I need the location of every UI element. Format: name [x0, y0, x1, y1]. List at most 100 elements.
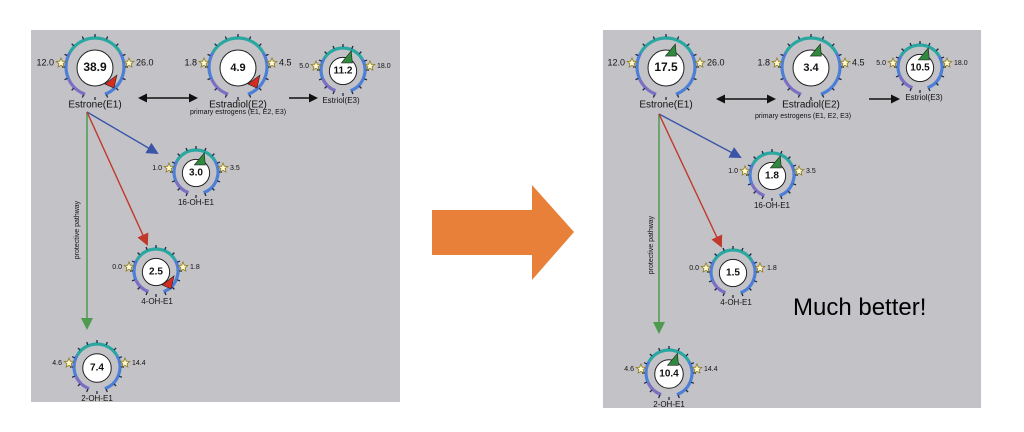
gauge-ring-high-segment [162, 259, 180, 294]
gauge-name: Estrone(E1) [639, 100, 692, 111]
gauge-tick [171, 252, 175, 256]
gauge-tick [747, 183, 751, 186]
gauge-low-bound: 4.6 [624, 366, 634, 373]
gauge-tick [909, 42, 912, 46]
gauge-ring-low-segment [898, 75, 914, 90]
gauge-tick [821, 94, 825, 98]
gauge-tick [793, 164, 797, 167]
gauge-ring-normal-segment [175, 148, 217, 162]
gauge-tick [941, 75, 945, 78]
gauge-dial [905, 53, 935, 83]
gauge-tick [185, 147, 188, 151]
panel-after [603, 30, 981, 408]
gauge-tick [787, 43, 791, 47]
gauge-ring-normal-segment [639, 36, 693, 54]
gauge-ring-normal-segment [135, 247, 177, 261]
gauge-tick [643, 362, 648, 365]
gauge-tick [838, 53, 842, 57]
gauge-ring-high-segment [104, 51, 126, 96]
low-bound-star-icon [310, 59, 322, 71]
gauge-tick [217, 161, 221, 164]
gauge-tick [635, 77, 639, 81]
high-bound-star-icon [793, 164, 805, 176]
gauge-tick [780, 53, 784, 57]
primary-estrogens-label: primary estrogens (E1, E2, E3) [755, 113, 851, 120]
gauge-tick [708, 280, 712, 283]
gauge-high-bound: 3.5 [230, 165, 240, 172]
gauge-tick [643, 381, 648, 384]
gauge-low-bound: 5.0 [299, 63, 309, 70]
gauge-tick [693, 77, 697, 81]
gauge-marker-green [769, 155, 782, 169]
gauge-tick [761, 196, 764, 200]
gauge-tick [265, 53, 269, 57]
gauge-tick [214, 43, 218, 47]
gauge-tick [753, 190, 757, 194]
gauge-dial [181, 158, 211, 188]
gauge-tick [821, 36, 825, 40]
gauge-ring-high-segment [676, 360, 694, 397]
gauge-name: 4-OH-E1 [141, 297, 173, 306]
gauge-tick [137, 252, 141, 256]
gauge-tick [708, 261, 712, 264]
gauge-tick [358, 51, 362, 55]
gauge-marker-green [664, 43, 677, 57]
gauge-high-bound: 1.8 [190, 264, 200, 271]
gauge-tick [635, 53, 639, 57]
gauge-dial [757, 161, 787, 191]
gauge-tick [131, 260, 135, 263]
gauge-dial [718, 258, 748, 288]
gauge-tick [164, 246, 167, 250]
gauge-value: 3.0 [189, 168, 203, 179]
gauge-tick [690, 381, 695, 384]
gauge-tick [780, 150, 783, 154]
gauge-tick [642, 43, 646, 47]
gauge-tick [177, 260, 181, 263]
transition-arrow [432, 185, 574, 280]
gauge-low-bound: 0.0 [689, 265, 699, 272]
primary-estrogens-label: primary estrogens (E1, E2, E3) [190, 109, 286, 116]
gauge-tick [77, 383, 81, 387]
gauge-ring-lower-segment [748, 163, 755, 185]
gauge-estriol-e3- [894, 41, 946, 93]
gauge-high-bound: 18.0 [954, 60, 968, 67]
gauge-tick [351, 91, 354, 95]
gauge-ring-high-segment [778, 163, 796, 198]
gauge-tick [265, 77, 269, 81]
gauge-layer: primary estrogens (E1, E2, E3)protective… [36, 34, 968, 409]
gauge-value: 11.2 [334, 66, 353, 77]
gauge-high-bound: 14.4 [132, 360, 146, 367]
gauge-high-bound: 26.0 [707, 57, 725, 67]
gauge-ring-high-segment [247, 51, 269, 96]
gauge-value: 38.9 [83, 60, 107, 74]
gauge-tick [677, 394, 680, 399]
gauge-tick [941, 56, 945, 59]
gauge-tick [105, 36, 109, 40]
gauge-tick [358, 85, 362, 89]
gauge-ring-low-segment [174, 180, 190, 195]
gauge-ring-normal-segment [322, 46, 364, 60]
gauge-ring-lower-segment [780, 51, 788, 80]
pathway-4-oh-arrow [86, 111, 149, 246]
gauge-tick [185, 193, 188, 197]
gauge-tick [901, 82, 905, 86]
gauge-marker-green [809, 43, 822, 57]
gauge-ring-low-segment [711, 280, 727, 295]
gauge-ring-low-segment [67, 78, 86, 96]
gauge-tick [81, 36, 85, 40]
gauge-tick [64, 77, 68, 81]
low-bound-star-icon [55, 56, 67, 68]
gauge-tick [248, 36, 252, 40]
gauge-tick [658, 347, 661, 352]
gauge-tick [658, 394, 661, 399]
gauge-dial [792, 49, 830, 87]
panel-before [31, 30, 400, 402]
gauge-tick [122, 53, 126, 57]
pathway-16-oh-arrow [86, 111, 159, 155]
gauge-tick [118, 356, 123, 359]
gauge-tick [115, 87, 119, 91]
gauge-name: 16-OH-E1 [754, 201, 791, 210]
gauge-tick [324, 51, 328, 55]
gauge-low-bound: 1.0 [152, 165, 162, 172]
